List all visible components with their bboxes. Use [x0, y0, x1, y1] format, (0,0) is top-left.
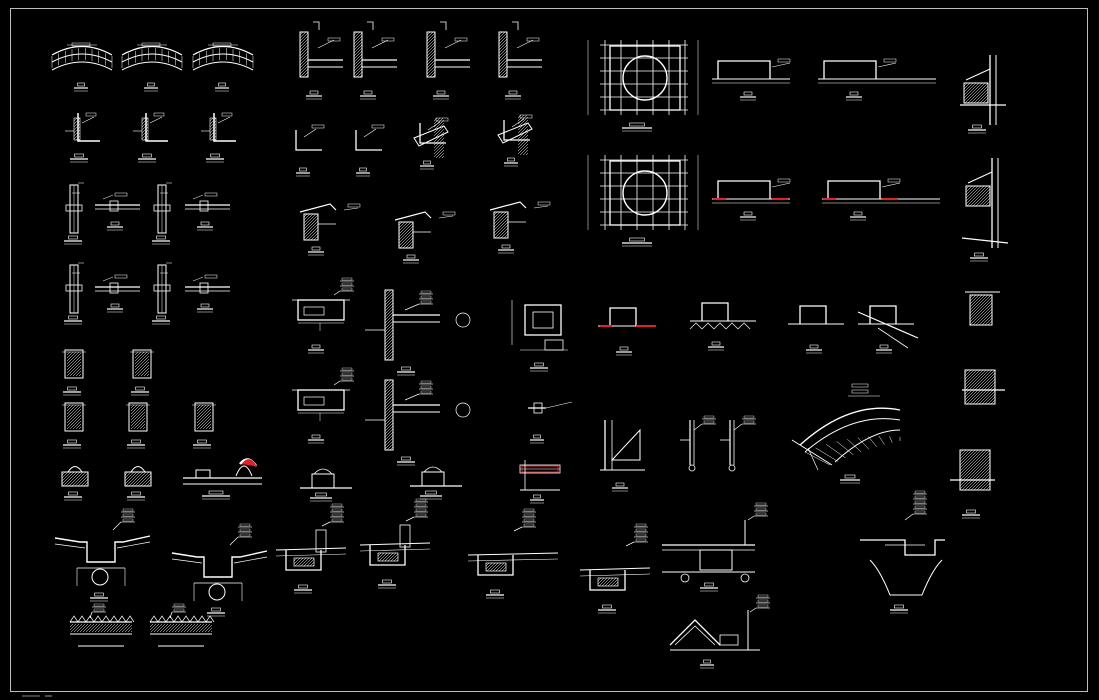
curved-roof-section — [51, 42, 113, 92]
beam-joint-detail — [185, 192, 230, 231]
hatched-wall-section — [192, 402, 216, 449]
parapet-wall-section — [498, 21, 542, 100]
wall-corner-detail — [65, 112, 100, 163]
column-joint-detail — [64, 182, 84, 245]
gable-ridge-section — [669, 594, 770, 669]
parapet-wall-section — [353, 21, 397, 100]
foundation-block-detail — [61, 466, 89, 501]
wall-cap-detail — [965, 291, 1000, 326]
hatched-wall-section — [62, 402, 86, 449]
column-joint-detail — [152, 262, 172, 325]
gutter-profile — [598, 307, 656, 356]
tall-wall-section — [961, 158, 1009, 262]
section-profile — [712, 178, 791, 221]
gutter-profile — [689, 302, 756, 351]
plinth-detail — [950, 449, 995, 519]
frame-section — [292, 367, 354, 444]
parapet-wall-section — [426, 21, 470, 100]
eaves-gutter-section — [171, 523, 268, 617]
wall-junction-section — [365, 379, 471, 466]
gutter-connection-section — [467, 508, 559, 599]
wall-corner-detail — [201, 112, 236, 163]
skylight-grid-plan — [587, 155, 699, 247]
gutter-connection-section — [359, 498, 431, 589]
section-profile — [818, 58, 936, 101]
gutter-profile — [857, 305, 919, 354]
drain-channel-section — [662, 502, 768, 592]
hanger-detail — [720, 415, 756, 472]
steel-bracket-detail — [600, 420, 645, 492]
gutter-strip-detail — [183, 458, 262, 500]
beam-joint-detail — [95, 192, 140, 231]
sill-detail — [300, 468, 352, 502]
gutter-profile — [788, 305, 844, 354]
gutter-connection-section — [579, 523, 651, 614]
section-profile — [712, 58, 791, 101]
frame-section — [292, 277, 354, 354]
column-gutter-section — [860, 490, 945, 614]
roof-edge-detail — [394, 211, 456, 264]
column-box-section — [511, 300, 568, 372]
parapet-wall-section — [299, 21, 343, 100]
hatched-wall-section — [126, 402, 150, 449]
roof-tile-strip — [149, 603, 215, 647]
curved-roof-section — [192, 42, 254, 92]
skylight-grid-plan — [587, 40, 699, 132]
arched-truss-elevation — [791, 383, 901, 484]
foundation-block-detail — [124, 466, 152, 501]
wall-cap-detail — [962, 369, 1005, 405]
column-joint-detail — [64, 262, 84, 325]
flashing-detail — [355, 124, 385, 177]
flashing-detail — [497, 114, 533, 167]
sill-detail — [410, 466, 462, 500]
roof-tile-strip — [69, 603, 135, 647]
section-profile — [822, 178, 940, 221]
tall-wall-section — [960, 55, 1006, 134]
roof-edge-detail — [489, 201, 551, 254]
flashing-detail — [295, 124, 325, 177]
hatched-wall-section — [62, 349, 86, 396]
hatched-wall-section — [130, 349, 154, 396]
wall-junction-section — [365, 289, 471, 376]
hanger-detail — [680, 415, 716, 472]
curved-roof-section — [121, 42, 183, 92]
beam-joint-detail — [95, 274, 140, 313]
column-joint-detail — [152, 182, 172, 245]
flashing-detail — [413, 117, 449, 170]
wall-corner-detail — [133, 112, 168, 163]
gutter-connection-section — [275, 503, 347, 594]
anchor-detail — [528, 401, 573, 444]
plate-detail — [519, 460, 561, 504]
beam-joint-detail — [185, 274, 230, 313]
roof-edge-detail — [299, 203, 361, 256]
eaves-gutter-section — [54, 508, 151, 602]
